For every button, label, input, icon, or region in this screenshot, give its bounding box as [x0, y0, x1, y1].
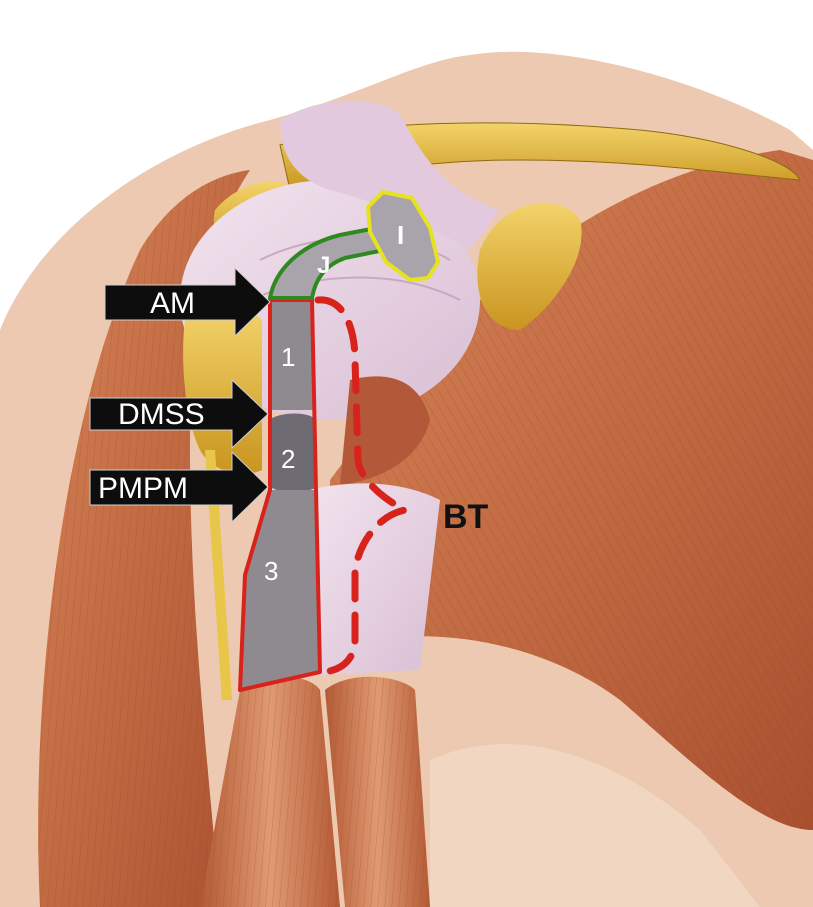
coracoacromial-ligament [280, 100, 500, 250]
bicipital-zone-outline [238, 298, 322, 692]
biceps-tendon-sheet [310, 483, 440, 675]
arrow-label-am: AM [150, 287, 195, 320]
region-i-outline [366, 190, 440, 282]
subscapularis-muscle [340, 376, 430, 485]
arrow-label-dmss: DMSS [118, 398, 205, 431]
skin-underarm [430, 744, 760, 907]
humerus-shaft-edge [205, 450, 232, 700]
region-j-outline [268, 226, 386, 300]
zone-3-region [240, 490, 320, 690]
coracoid-bone [477, 203, 582, 330]
zone-label-1: 1 [281, 342, 296, 372]
zone-label-2: 2 [281, 444, 296, 474]
bt-label: BT [443, 498, 489, 536]
deltoid-fibers [38, 170, 250, 907]
region-label-i: I [397, 220, 405, 250]
arrow-label-pmpm: PMPM [98, 472, 188, 505]
arrow-pmpm [89, 450, 269, 524]
zone-1-region [270, 300, 314, 410]
pectoralis-fibers [330, 150, 813, 830]
bt-dashed-outline [314, 296, 416, 676]
arrow-am [104, 266, 271, 338]
arrow-dmss [89, 378, 269, 450]
zone-label-3: 3 [264, 556, 279, 586]
region-label-j: J [317, 252, 331, 279]
zone-2-region [272, 413, 316, 493]
